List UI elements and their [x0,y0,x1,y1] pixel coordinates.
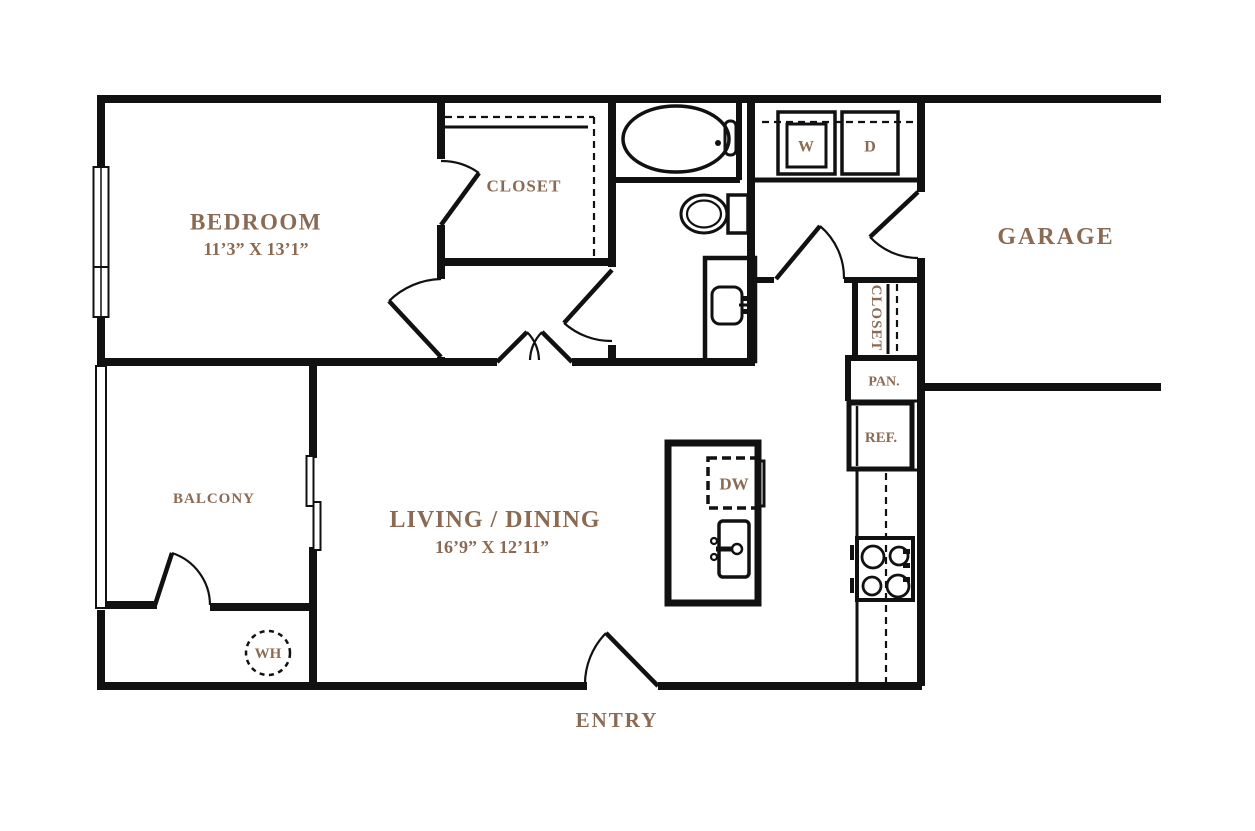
bedroom-dimensions: 11’3” X 13’1” [204,239,309,259]
kitchen-sink [709,519,751,579]
dryer-box [840,110,900,176]
bedroom-door [387,277,443,359]
balcony-door [152,551,212,606]
pantry-label: PAN. [868,375,899,390]
balcony-label: BALCONY [173,491,255,507]
doors [152,159,920,688]
bedroom-window [92,166,110,318]
refrigerator-box [846,400,915,472]
bathtub [621,104,738,174]
washer-box [776,110,837,176]
balcony-sliding-door [305,455,322,551]
garage-label: GARAGE [997,224,1114,250]
balcony-railing [95,365,107,609]
bathroom-door [562,268,614,343]
hall-closet-label: CLOSET [868,285,884,352]
refrigerator-label: REF. [865,430,898,446]
bedroom-closet-door [439,159,481,227]
dishwasher-label: DW [719,475,748,494]
dashed-lines [445,115,915,682]
kitchen-island [664,439,766,607]
dishwasher-box [706,456,760,510]
toilet [679,193,750,235]
garage-door [868,190,920,260]
dryer-label: D [864,139,876,156]
bedroom-label: BEDROOM [190,210,322,235]
bedroom-closet-label: CLOSET [487,177,562,196]
bathroom-vanity-sink [702,255,758,364]
hall-kitchen-door [774,224,846,281]
water-heater-label: WH [255,646,282,662]
hallway-double-doors [495,330,574,364]
living-dining-label: LIVING / DINING [389,507,600,533]
entry-label: ENTRY [576,708,659,732]
exterior-walls [97,95,1161,690]
water-heater-circle [244,629,292,677]
entry-door [583,631,660,688]
washer-label: W [798,139,814,156]
stove [850,536,915,602]
living-dining-dimensions: 16’9” X 12’11” [435,537,549,557]
